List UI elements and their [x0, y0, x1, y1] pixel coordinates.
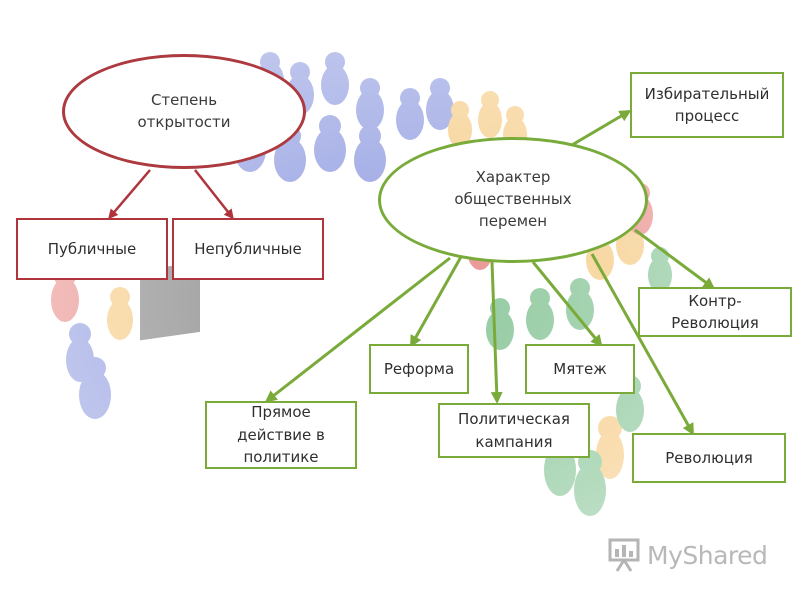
nonpublic-box: Непубличные [172, 218, 324, 280]
campaign-box: Политическая кампания [438, 403, 590, 458]
nonpublic-label: Непубличные [194, 239, 302, 258]
openness-ellipse: Степень открытости [62, 54, 306, 169]
presentation-board-icon [608, 538, 640, 572]
reform-label: Реформа [383, 359, 455, 378]
campaign-label: Политическая кампания [458, 410, 570, 451]
character-ellipse: Характер общественных перемен [378, 137, 648, 263]
mutiny-box: Мятеж [525, 344, 635, 394]
revolution-box: Революция [632, 433, 786, 483]
logo-text: MyShared [647, 540, 768, 570]
direct-action-box: Прямое действие в политике [205, 401, 357, 469]
reform-box: Реформа [369, 344, 469, 394]
public-label: Публичные [47, 239, 137, 258]
counter-box: Контр-Революция [638, 287, 792, 337]
mutiny-label: Мятеж [553, 359, 607, 378]
counter-label: Контр-Революция [671, 291, 759, 333]
myshared-logo: MyShared [607, 535, 768, 575]
public-box: Публичные [16, 218, 168, 280]
direct-action-label: Прямое действие в политике [237, 403, 325, 467]
openness-label: Степень открытости [137, 90, 231, 131]
electoral-label: Избирательный процесс [644, 84, 770, 126]
electoral-box: Избирательный процесс [630, 72, 784, 138]
character-label: Характер общественных перемен [454, 168, 572, 230]
revolution-label: Революция [665, 448, 753, 467]
